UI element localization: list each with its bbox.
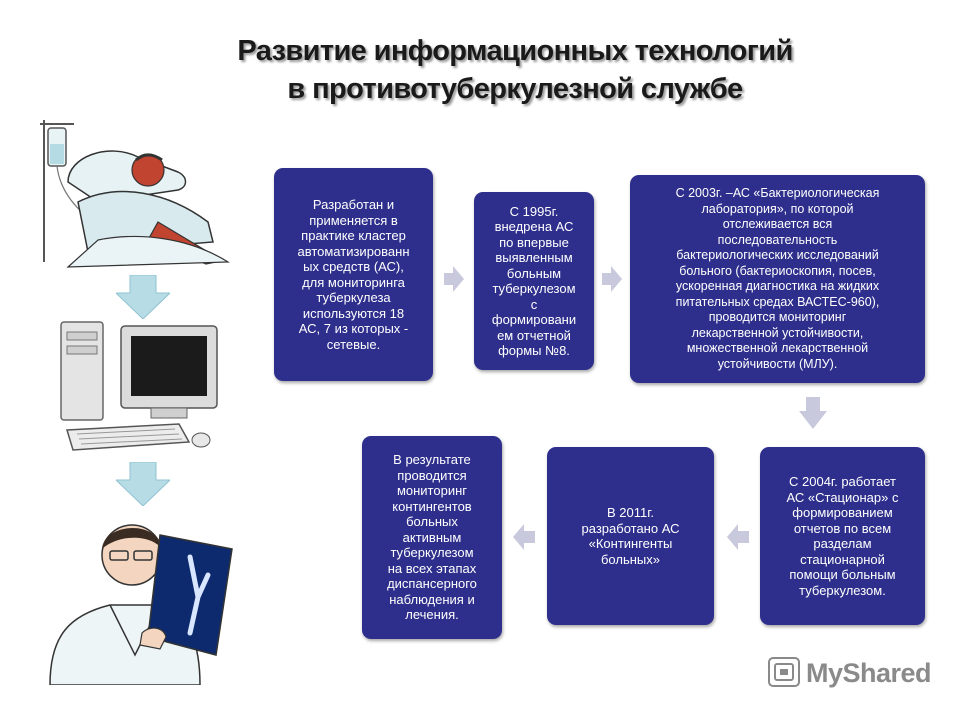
down-arrow-side-1 xyxy=(116,275,170,319)
myshared-logo: MyShared xyxy=(768,657,932,689)
arrow-right-2 xyxy=(602,266,622,292)
box-2011: В 2011г. разработано АС «Контингенты бол… xyxy=(547,447,714,625)
box-result: В результате проводится мониторинг конти… xyxy=(362,436,502,639)
arrow-left-1 xyxy=(727,524,749,550)
title-line-1: Развитие информационных технологий xyxy=(237,35,793,67)
arrow-right-1 xyxy=(444,266,464,292)
mysshared-logo-icon xyxy=(768,657,800,687)
box-2004-text: С 2004г. работает АС «Стационар» с форми… xyxy=(786,474,899,598)
box-2003: С 2003г. –АС «Бактериологическая лаборат… xyxy=(630,175,925,383)
down-arrow-side-2 xyxy=(116,462,170,506)
logo-text: MyShared xyxy=(806,657,932,688)
title-line-2: в противотуберкулезной службе xyxy=(287,73,743,105)
arrow-down xyxy=(799,397,827,429)
box-result-text: В результате проводится мониторинг конти… xyxy=(387,452,477,623)
arrow-left-2 xyxy=(513,524,535,550)
doctor-xray-icon xyxy=(49,524,233,685)
box-1995-text: С 1995г. внедрена АС по впервые выявленн… xyxy=(491,203,577,359)
box-2011-text: В 2011г. разработано АС «Контингенты бол… xyxy=(581,505,680,567)
box-1995: С 1995г. внедрена АС по впервые выявленн… xyxy=(474,192,594,370)
page-title: Развитие информационных технологий в про… xyxy=(180,32,850,108)
box-2004: С 2004г. работает АС «Стационар» с форми… xyxy=(760,447,925,625)
patient-iv-icon xyxy=(40,120,230,268)
box-cluster-as-text: Разработан и применяется в практике клас… xyxy=(297,197,410,352)
computer-icon xyxy=(60,321,218,451)
box-2003-text: С 2003г. –АС «Бактериологическая лаборат… xyxy=(675,186,880,371)
box-cluster-as: Разработан и применяется в практике клас… xyxy=(274,168,433,381)
